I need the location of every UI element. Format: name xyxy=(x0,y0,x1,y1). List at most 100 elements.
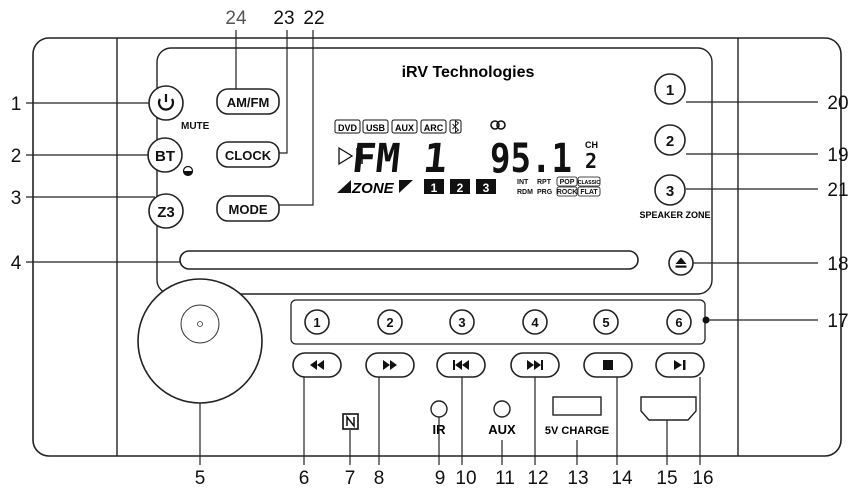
lcd-eq-classic: CLASSIC xyxy=(577,176,601,187)
aux-jack[interactable] xyxy=(493,400,511,418)
lcd-prg-label: PRG xyxy=(537,189,553,196)
svg-text:2: 2 xyxy=(457,181,464,195)
bt-label: BT xyxy=(155,148,175,165)
play-pause-icon xyxy=(674,360,686,370)
lcd-ch-label: CH xyxy=(585,140,598,150)
fast-forward-icon xyxy=(383,360,397,370)
power-button[interactable] xyxy=(148,85,184,121)
clock-label: CLOCK xyxy=(225,148,272,163)
usb-charge-port[interactable] xyxy=(552,396,602,416)
lcd-ch-value: 2 xyxy=(585,149,597,173)
svg-text:4: 4 xyxy=(531,315,539,330)
svg-text:3: 3 xyxy=(666,183,674,200)
svg-text:FLAT: FLAT xyxy=(580,189,598,196)
hdmi-port[interactable] xyxy=(640,396,697,421)
ir-sensor xyxy=(430,400,448,418)
fast-forward-button[interactable] xyxy=(365,352,415,378)
z3-label: Z3 xyxy=(157,204,175,221)
svg-text:ARC: ARC xyxy=(424,123,444,133)
stop-button[interactable] xyxy=(583,352,633,378)
svg-text:2: 2 xyxy=(666,133,674,150)
charge-label: 5V CHARGE xyxy=(545,425,609,437)
callout-7: 7 xyxy=(345,468,356,489)
svg-text:2: 2 xyxy=(386,315,393,330)
lcd-zone-2: 2 xyxy=(450,179,470,195)
lcd-eq-rock: ROCK xyxy=(556,186,578,197)
lcd-frequency: 95.1 xyxy=(490,136,572,182)
clock-button[interactable]: CLOCK xyxy=(216,141,280,168)
lcd-source-arc: ARC xyxy=(420,119,447,134)
mode-button[interactable]: MODE xyxy=(216,195,280,222)
callout-21: 21 xyxy=(827,180,848,201)
amfm-label: AM/FM xyxy=(227,95,270,110)
bt-button[interactable]: BT xyxy=(147,137,183,173)
callout-24: 24 xyxy=(225,8,247,29)
brand-title: iRV Technologies xyxy=(402,64,535,81)
stop-icon xyxy=(603,360,613,370)
lcd-rpt-label: RPT xyxy=(537,179,552,186)
lcd-bluetooth-icon xyxy=(449,119,462,134)
lcd-source-dvd: DVD xyxy=(334,119,361,134)
lcd-source-usb: USB xyxy=(362,119,389,134)
svg-text:1: 1 xyxy=(313,315,320,330)
preset-button-6[interactable]: 6 xyxy=(666,309,692,335)
callout-18: 18 xyxy=(827,254,848,275)
callout-5: 5 xyxy=(195,468,206,489)
callout-11: 11 xyxy=(495,468,515,489)
disc-slot[interactable] xyxy=(179,250,639,270)
z3-button[interactable]: Z3 xyxy=(148,193,184,229)
callout-2: 2 xyxy=(11,146,22,167)
svg-text:AUX: AUX xyxy=(395,123,414,133)
eject-button[interactable] xyxy=(668,250,694,276)
callout-23: 23 xyxy=(273,8,294,29)
lcd-eq-pop: POP xyxy=(556,176,578,187)
lcd-source-aux: AUX xyxy=(391,119,418,134)
bt-indicator-icon xyxy=(182,165,194,177)
callout-14: 14 xyxy=(611,468,633,489)
lcd-zone-right-wedge xyxy=(399,180,413,193)
callout-13: 13 xyxy=(567,468,588,489)
nfc-icon xyxy=(342,413,359,430)
svg-text:DVD: DVD xyxy=(338,123,358,133)
next-track-button[interactable] xyxy=(510,352,560,378)
preset-button-5[interactable]: 5 xyxy=(593,309,619,335)
callout-17-dot xyxy=(702,316,710,324)
aux-label: AUX xyxy=(488,422,516,437)
speaker-zone-3-button[interactable]: 3 xyxy=(654,174,686,206)
callout-3: 3 xyxy=(11,188,22,209)
rewind-icon xyxy=(310,360,324,370)
preset-button-3[interactable]: 3 xyxy=(449,309,475,335)
callout-lines xyxy=(26,30,818,465)
speaker-zone-2-button[interactable]: 2 xyxy=(654,124,686,156)
lcd-band: FM 1 xyxy=(350,136,450,182)
previous-track-button[interactable] xyxy=(436,352,486,378)
preset-button-4[interactable]: 4 xyxy=(522,309,548,335)
preset-button-1[interactable]: 1 xyxy=(304,309,330,335)
speaker-zone-label: SPEAKER ZONE xyxy=(639,210,710,220)
preset-strip xyxy=(290,299,706,345)
volume-knob[interactable] xyxy=(137,278,263,404)
callout-1: 1 xyxy=(11,94,22,115)
previous-track-icon xyxy=(453,360,469,370)
svg-text:ROCK: ROCK xyxy=(557,189,578,196)
preset-button-2[interactable]: 2 xyxy=(377,309,403,335)
svg-text:6: 6 xyxy=(675,315,682,330)
faceplate xyxy=(156,47,713,295)
callout-12: 12 xyxy=(527,468,548,489)
svg-text:5: 5 xyxy=(602,315,609,330)
lcd-zone-left-wedge xyxy=(337,180,351,193)
speaker-zone-1-button[interactable]: 1 xyxy=(654,73,686,105)
rewind-button[interactable] xyxy=(292,352,342,378)
callout-22: 22 xyxy=(303,8,324,29)
lcd-play-pause-icon xyxy=(338,146,363,166)
svg-text:3: 3 xyxy=(458,315,465,330)
lcd-zone-1: 1 xyxy=(424,179,444,195)
lcd-int-label: INT xyxy=(517,179,529,186)
callout-8: 8 xyxy=(374,468,385,489)
play-pause-button[interactable] xyxy=(655,352,705,378)
svg-text:POP: POP xyxy=(560,179,575,186)
amfm-button[interactable]: AM/FM xyxy=(216,88,280,115)
callout-16: 16 xyxy=(692,468,713,489)
svg-text:3: 3 xyxy=(483,181,490,195)
